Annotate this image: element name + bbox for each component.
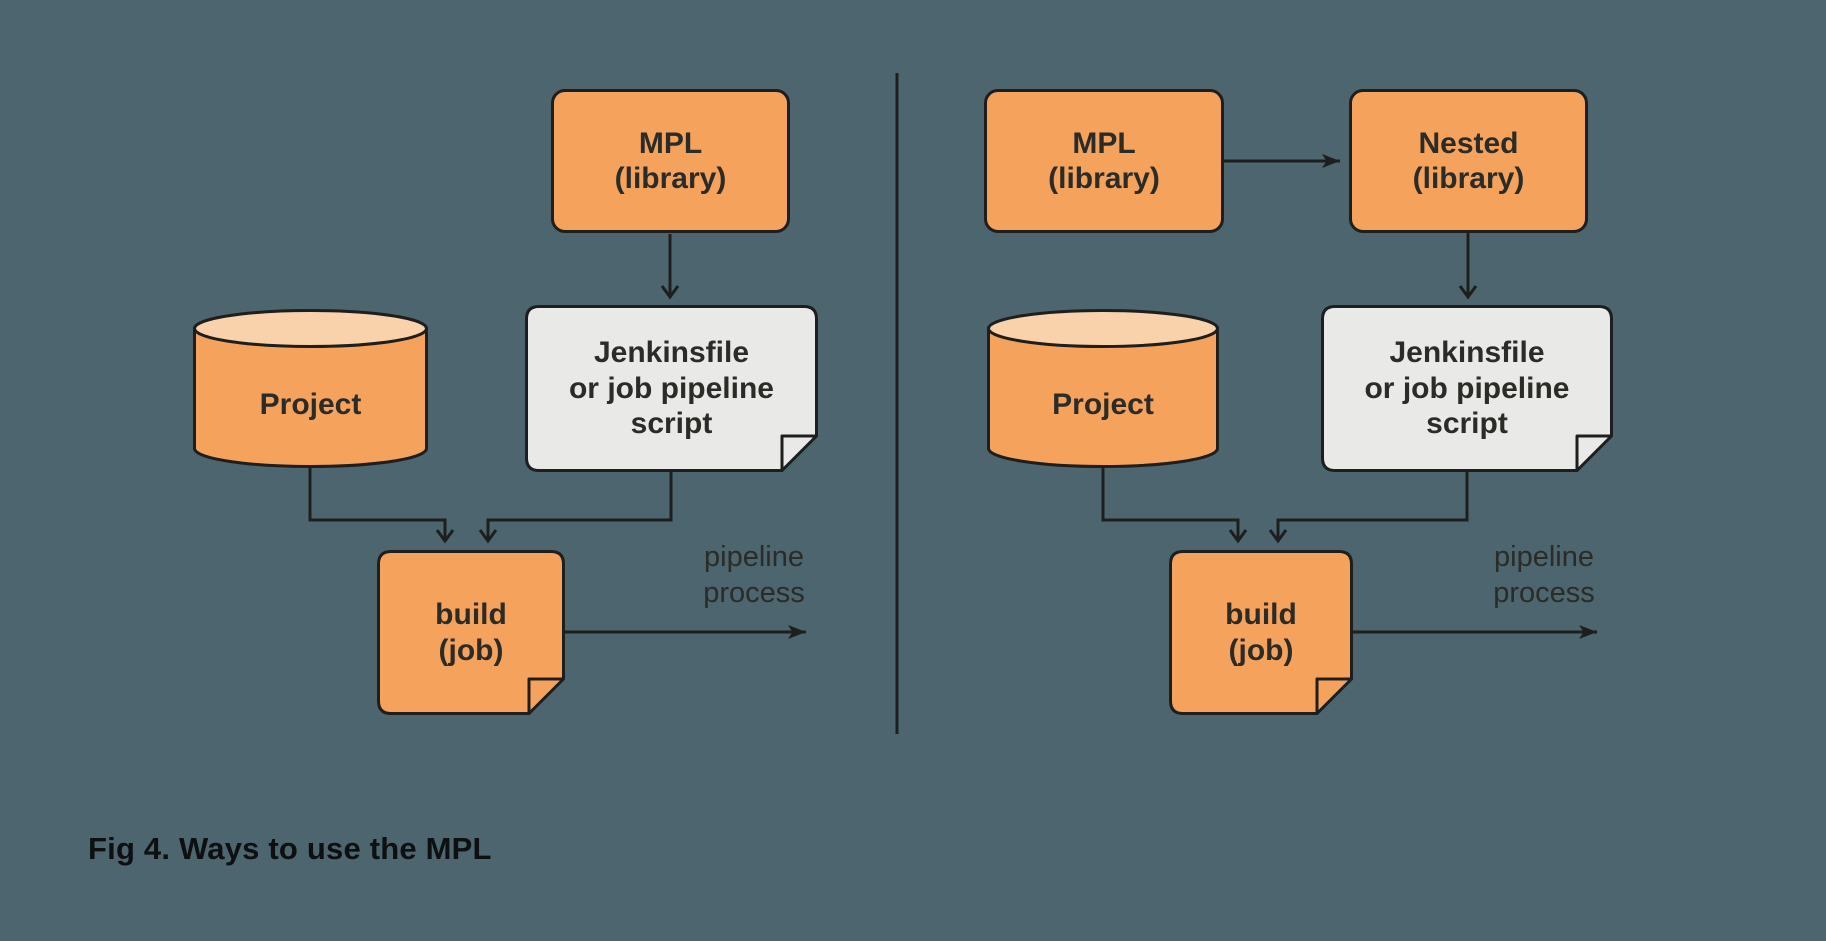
note-shape bbox=[1169, 550, 1353, 715]
build-job-label-right: build (job) bbox=[1225, 598, 1297, 667]
jenkinsfile-note-left: Jenkinsfile or job pipeline script bbox=[525, 305, 818, 472]
pipeline-process-label-right: pipeline process bbox=[1493, 541, 1595, 609]
mpl-library-box-right: MPL (library) bbox=[984, 89, 1224, 233]
arrow-jenkinsfile-to-build-left bbox=[478, 472, 673, 544]
mpl-library-label-left: MPL (library) bbox=[614, 126, 727, 195]
figure-caption: Fig 4. Ways to use the MPL bbox=[88, 831, 492, 866]
nested-library-box-right: Nested (library) bbox=[1349, 89, 1588, 233]
arrow-jenkinsfile-to-build-right bbox=[1268, 472, 1469, 544]
pipeline-process-label-left: pipeline process bbox=[703, 541, 805, 609]
mpl-library-label-right: MPL (library) bbox=[1048, 126, 1160, 195]
build-job-label-left: build (job) bbox=[435, 598, 507, 667]
note-shape bbox=[1321, 305, 1613, 472]
jenkinsfile-note-right: Jenkinsfile or job pipeline script bbox=[1321, 305, 1613, 472]
jenkinsfile-label-right: Jenkinsfile or job pipeline script bbox=[1364, 336, 1570, 441]
project-label-left: Project bbox=[259, 387, 362, 421]
arrow-project-to-build-left bbox=[308, 468, 455, 544]
note-shape bbox=[377, 550, 565, 715]
project-cylinder-left: Project bbox=[193, 309, 428, 468]
arrow-project-to-build-right bbox=[1101, 468, 1248, 544]
nested-library-label-right: Nested (library) bbox=[1412, 126, 1525, 195]
note-shape bbox=[525, 305, 818, 472]
cylinder-shape bbox=[987, 309, 1219, 468]
project-label-right: Project bbox=[1052, 387, 1154, 421]
project-cylinder-right: Project bbox=[987, 309, 1219, 468]
cylinder-shape bbox=[193, 309, 428, 468]
build-job-note-left: build (job) bbox=[377, 550, 565, 715]
jenkinsfile-label-left: Jenkinsfile or job pipeline script bbox=[568, 336, 774, 441]
mpl-library-box-left: MPL (library) bbox=[551, 89, 790, 233]
build-job-note-right: build (job) bbox=[1169, 550, 1353, 715]
